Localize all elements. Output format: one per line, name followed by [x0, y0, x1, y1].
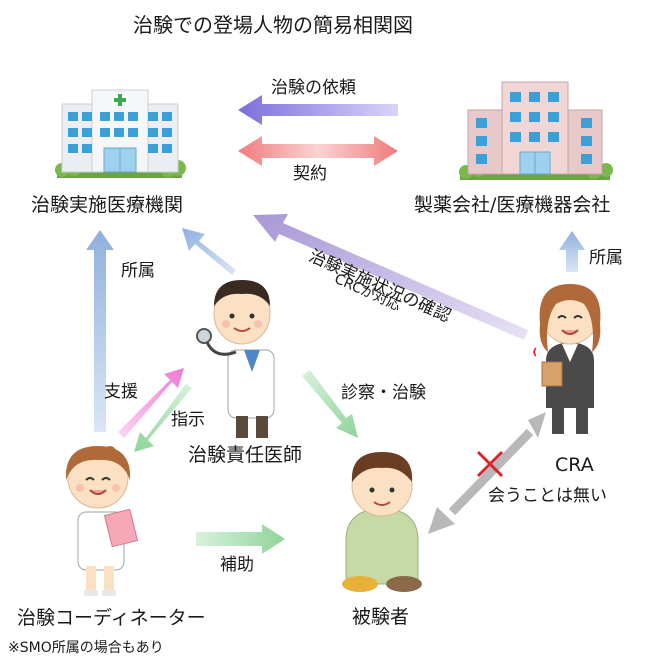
hospital-label: 治験実施医療機関 — [31, 194, 184, 216]
examination-label: 診察・治験 — [341, 383, 426, 403]
affiliation-right-label: 所属 — [589, 248, 623, 268]
subject-illustration — [342, 452, 422, 592]
pharma-building-illustration — [459, 81, 613, 180]
footnote: ※SMO所属の場合もあり — [8, 640, 164, 656]
affiliation-left-label: 所属 — [121, 261, 155, 281]
pharma-label: 製薬会社/医療機器会社 — [414, 194, 611, 216]
no-meeting-arrow-shape — [428, 412, 546, 534]
investigator-label: 治験責任医師 — [188, 444, 303, 466]
diagram-title: 治験での登場人物の簡易相関図 — [133, 13, 413, 37]
support-arrow — [118, 368, 184, 438]
monitoring-arrow — [253, 214, 528, 340]
cra-label: CRA — [555, 454, 594, 476]
instruction-arrow — [134, 384, 192, 452]
no-meeting-label: 会うことは無い — [488, 486, 607, 506]
crc-affiliation-arrow — [86, 230, 114, 432]
assist-label: 補助 — [220, 555, 254, 575]
cra-illustration — [533, 284, 601, 434]
request-label: 治験の依頼 — [271, 78, 356, 98]
examination-arrow — [302, 370, 358, 438]
contract-arrow — [238, 136, 398, 166]
instruction-label: 指示 — [171, 410, 205, 430]
investigator-affiliation-arrow — [182, 228, 236, 275]
request-arrow — [238, 95, 398, 125]
cra-affiliation-arrow — [559, 231, 585, 272]
subject-label: 被験者 — [352, 606, 410, 628]
support-label: 支援 — [104, 382, 138, 402]
assist-arrow — [196, 524, 285, 554]
hospital-illustration — [55, 89, 186, 178]
cross-mark — [476, 450, 504, 478]
crc-label: 治験コーディネーター — [17, 607, 206, 629]
contract-label: 契約 — [293, 164, 327, 184]
investigator-illustration — [196, 280, 275, 438]
crc-illustration — [65, 446, 139, 596]
